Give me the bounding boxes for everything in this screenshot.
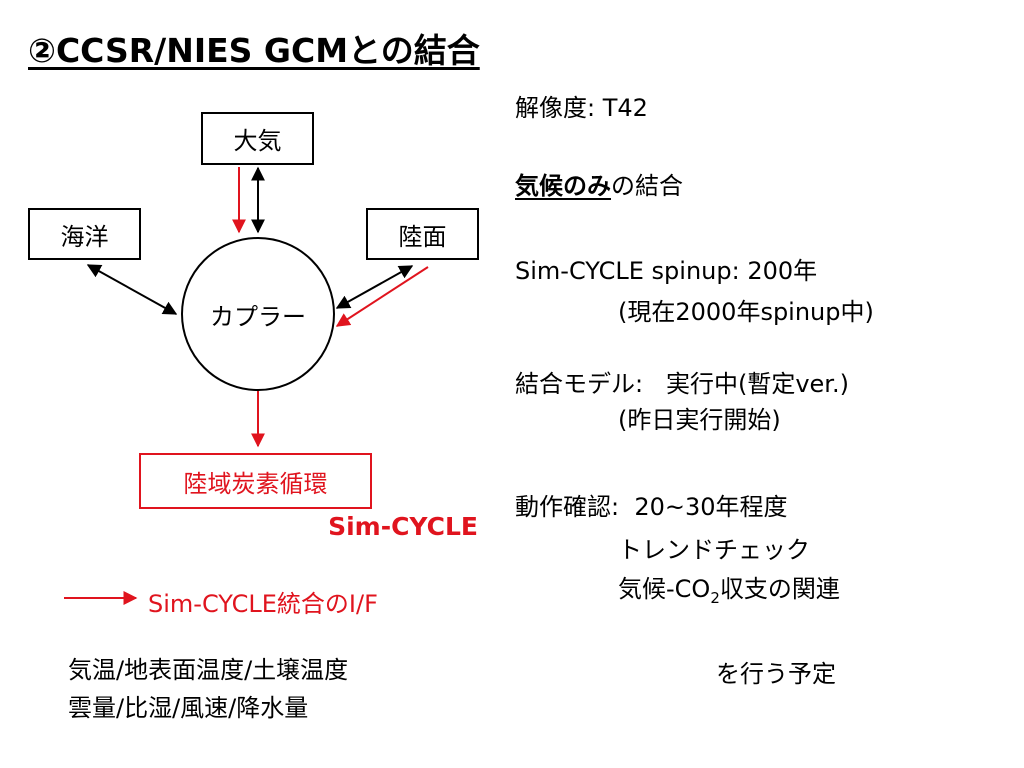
spinup-note-2: (現在2000年spinup中) [618,298,874,326]
operation-check-note-1: 動作確認: 20~30年程度 [515,493,788,521]
coupled-model-note-1: 結合モデル: 実行中(暫定ver.) [515,370,849,398]
ocean-box: 海洋 [28,208,141,260]
legend-label: Sim-CYCLE統合のI/F [148,590,378,618]
operation-check-note-3: 気候-CO2収支の関連 [618,569,840,607]
variables-line-1: 気温/地表面温度/土壌温度 [68,656,349,684]
resolution-note: 解像度: T42 [515,94,648,122]
coupled-model-note-2: (昨日実行開始) [618,406,781,434]
ocean-coupler-arrow [86,264,178,315]
sim-cycle-label: Sim-CYCLE [328,512,478,541]
land-coupler-red-arrow [335,266,429,327]
climate-only-note: 気候のみの結合 [515,166,683,201]
land-carbon-cycle-box: 陸域炭素循環 [139,453,372,509]
land-surface-box: 陸面 [366,208,479,260]
variables-line-2: 雲量/比湿/風速/降水量 [68,694,309,722]
coupler-circle [181,237,335,391]
co2-suffix: 収支の関連 [719,575,840,603]
spinup-note-1: Sim-CYCLE spinup: 200年 [515,257,818,285]
plan-note: を行う予定 [716,660,836,688]
atmosphere-box: 大気 [201,112,314,165]
slide-title: ②CCSR/NIES GCMとの結合 [28,31,480,70]
co2-subscript: 2 [710,588,720,607]
operation-check-note-2: トレンドチェック [618,536,810,564]
co2-prefix: 気候-CO [618,575,711,603]
land-coupler-black-arrow [335,265,414,309]
coupler-label: カプラー [210,302,306,331]
climate-only-rest: の結合 [611,172,683,200]
climate-only-emphasis: 気候のみ [515,172,611,200]
